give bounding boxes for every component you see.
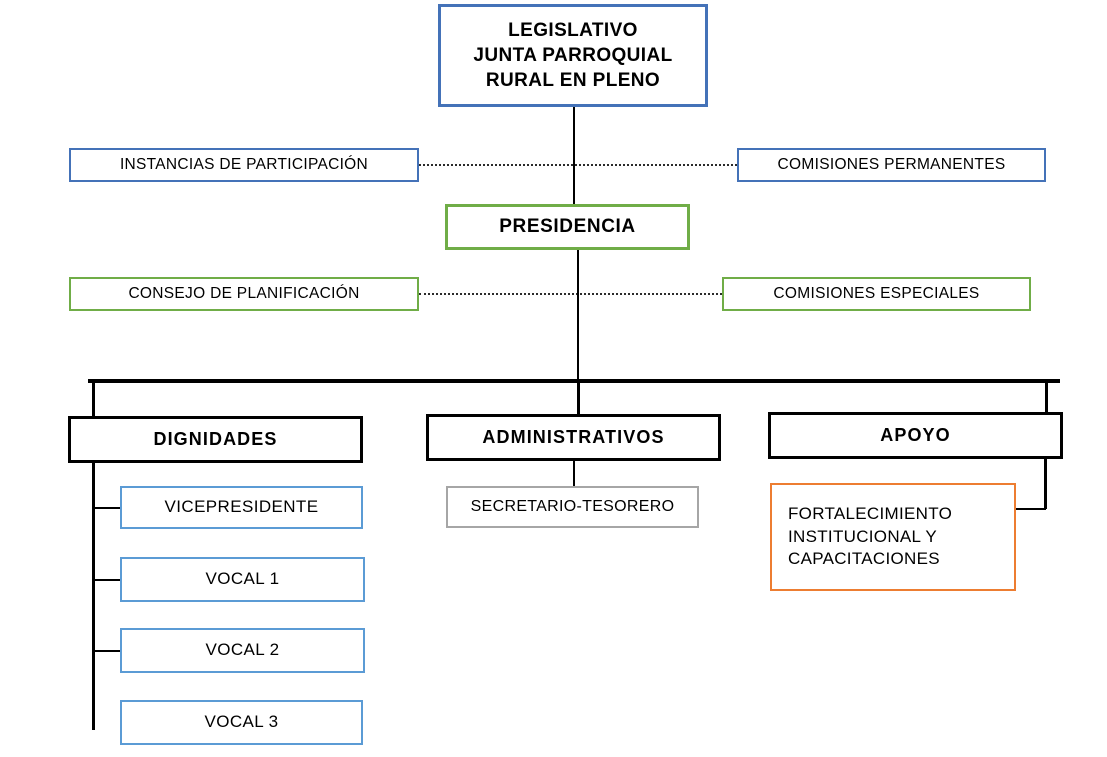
- node-vicepresidente-label: VICEPRESIDENTE: [164, 497, 319, 517]
- node-vocal-3-label: VOCAL 3: [204, 712, 279, 732]
- trunk-legislativo-to-presidencia: [573, 107, 575, 204]
- node-presidencia-label: PRESIDENCIA: [499, 216, 636, 238]
- stub-to-vocal-1: [92, 579, 121, 581]
- node-apoyo[interactable]: APOYO: [768, 412, 1063, 459]
- node-comisiones-especiales[interactable]: COMISIONES ESPECIALES: [722, 277, 1031, 311]
- node-secretario-tesorero-label: SECRETARIO-TESORERO: [470, 498, 675, 516]
- stub-to-vicepresidente: [92, 507, 121, 509]
- node-dignidades-label: DIGNIDADES: [153, 428, 278, 449]
- drop-to-secretario-tesorero: [573, 461, 575, 487]
- stub-to-vocal-2: [92, 650, 121, 652]
- dotted-connector-row-2: [419, 293, 722, 295]
- node-vocal-3[interactable]: VOCAL 3: [120, 700, 363, 745]
- node-apoyo-label: APOYO: [880, 424, 951, 445]
- drop-to-administrativos: [577, 379, 580, 417]
- dignidades-sub-trunk: [92, 462, 95, 730]
- drop-to-dignidades: [92, 379, 95, 419]
- node-comisiones-permanentes-label: COMISIONES PERMANENTES: [777, 155, 1006, 173]
- node-secretario-tesorero[interactable]: SECRETARIO-TESORERO: [446, 486, 699, 528]
- trunk-presidencia-to-distribution-bar: [577, 250, 579, 381]
- node-comisiones-permanentes[interactable]: COMISIONES PERMANENTES: [737, 148, 1046, 182]
- node-administrativos-label: ADMINISTRATIVOS: [482, 426, 665, 447]
- dotted-connector-row-1: [419, 164, 737, 166]
- node-fortalecimiento-institucional-label: FORTALECIMIENTO INSTITUCIONAL Y CAPACITA…: [788, 504, 953, 569]
- node-consejo-de-planificacion-label: CONSEJO DE PLANIFICACIÓN: [128, 284, 360, 302]
- node-instancias-de-participacion-label: INSTANCIAS DE PARTICIPACIÓN: [119, 155, 369, 173]
- node-comisiones-especiales-label: COMISIONES ESPECIALES: [773, 284, 980, 302]
- stub-to-fortalecimiento: [1015, 508, 1046, 510]
- node-vocal-1[interactable]: VOCAL 1: [120, 557, 365, 602]
- node-vocal-2-label: VOCAL 2: [205, 640, 280, 660]
- distribution-bar: [88, 379, 1060, 383]
- node-vocal-1-label: VOCAL 1: [205, 569, 280, 589]
- node-consejo-de-planificacion[interactable]: CONSEJO DE PLANIFICACIÓN: [69, 277, 419, 311]
- drop-to-apoyo: [1045, 379, 1048, 414]
- node-fortalecimiento-institucional[interactable]: FORTALECIMIENTO INSTITUCIONAL Y CAPACITA…: [770, 483, 1016, 591]
- node-legislativo[interactable]: LEGISLATIVO JUNTA PARROQUIAL RURAL EN PL…: [438, 4, 708, 107]
- node-administrativos[interactable]: ADMINISTRATIVOS: [426, 414, 721, 461]
- node-vocal-2[interactable]: VOCAL 2: [120, 628, 365, 673]
- node-instancias-de-participacion[interactable]: INSTANCIAS DE PARTICIPACIÓN: [69, 148, 419, 182]
- node-vicepresidente[interactable]: VICEPRESIDENTE: [120, 486, 363, 529]
- node-legislativo-label: LEGISLATIVO JUNTA PARROQUIAL RURAL EN PL…: [473, 19, 673, 92]
- node-presidencia[interactable]: PRESIDENCIA: [445, 204, 690, 250]
- drop-to-fortalecimiento: [1044, 459, 1047, 509]
- node-dignidades[interactable]: DIGNIDADES: [68, 416, 363, 463]
